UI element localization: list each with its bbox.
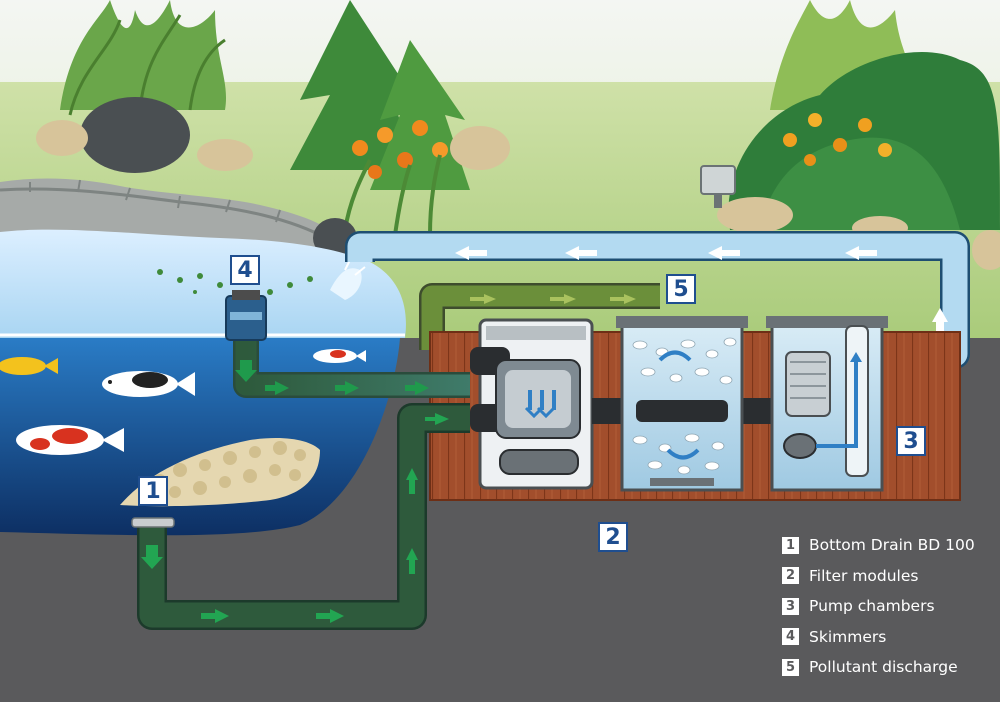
tan-rock bbox=[36, 120, 88, 156]
legend-number: 3 bbox=[782, 597, 799, 615]
legend-label: Pump chambers bbox=[809, 597, 935, 616]
bio-filter-chamber bbox=[616, 316, 748, 492]
pond-surface bbox=[0, 229, 406, 338]
orange-flowers-left bbox=[343, 120, 448, 236]
callout-pollutant-discharge: 5 bbox=[666, 274, 696, 304]
pump-chamber bbox=[766, 316, 888, 492]
koi-fish-red-white bbox=[16, 425, 124, 455]
callout-pump-chambers: 3 bbox=[896, 426, 926, 456]
legend-label: Bottom Drain BD 100 bbox=[809, 536, 975, 555]
tan-rock bbox=[972, 230, 1000, 270]
bottom-drain bbox=[131, 517, 175, 528]
tan-rock bbox=[197, 139, 253, 171]
big-dark-rock bbox=[80, 97, 190, 173]
legend-number: 4 bbox=[782, 628, 799, 646]
callout-bottom-drain: 1 bbox=[138, 476, 168, 506]
legend-label: Pollutant discharge bbox=[809, 658, 958, 677]
bottom-flow-arrows bbox=[141, 413, 449, 623]
callout-skimmers: 4 bbox=[230, 255, 260, 285]
legend: 1 Bottom Drain BD 100 2 Filter modules 3… bbox=[782, 530, 975, 683]
legend-label: Skimmers bbox=[809, 627, 887, 646]
drum-filter bbox=[470, 318, 594, 490]
legend-item-skimmers: 4 Skimmers bbox=[782, 622, 975, 653]
legend-item-bottom-drain: 1 Bottom Drain BD 100 bbox=[782, 530, 975, 561]
floating-leaves bbox=[157, 269, 313, 295]
callout-filter-modules: 2 bbox=[598, 522, 628, 552]
legend-number: 5 bbox=[782, 658, 799, 676]
legend-label: Filter modules bbox=[809, 566, 919, 585]
skimmer-flow-arrows bbox=[235, 360, 429, 395]
legend-item-filter-modules: 2 Filter modules bbox=[782, 561, 975, 592]
koi-fish-black-white bbox=[102, 371, 195, 397]
koi-fish-small bbox=[313, 349, 366, 363]
koi-fish-yellow bbox=[0, 357, 58, 375]
tan-rock bbox=[717, 197, 793, 233]
legend-item-pump-chambers: 3 Pump chambers bbox=[782, 591, 975, 622]
legend-item-pollutant-discharge: 5 Pollutant discharge bbox=[782, 652, 975, 683]
orange-flowers-right bbox=[783, 113, 892, 166]
legend-number: 1 bbox=[782, 536, 799, 554]
tan-rock bbox=[450, 126, 510, 170]
left-grass-clump bbox=[60, 0, 227, 116]
legend-number: 2 bbox=[782, 567, 799, 585]
skimmer bbox=[225, 290, 267, 341]
garden-lamp bbox=[700, 165, 736, 208]
